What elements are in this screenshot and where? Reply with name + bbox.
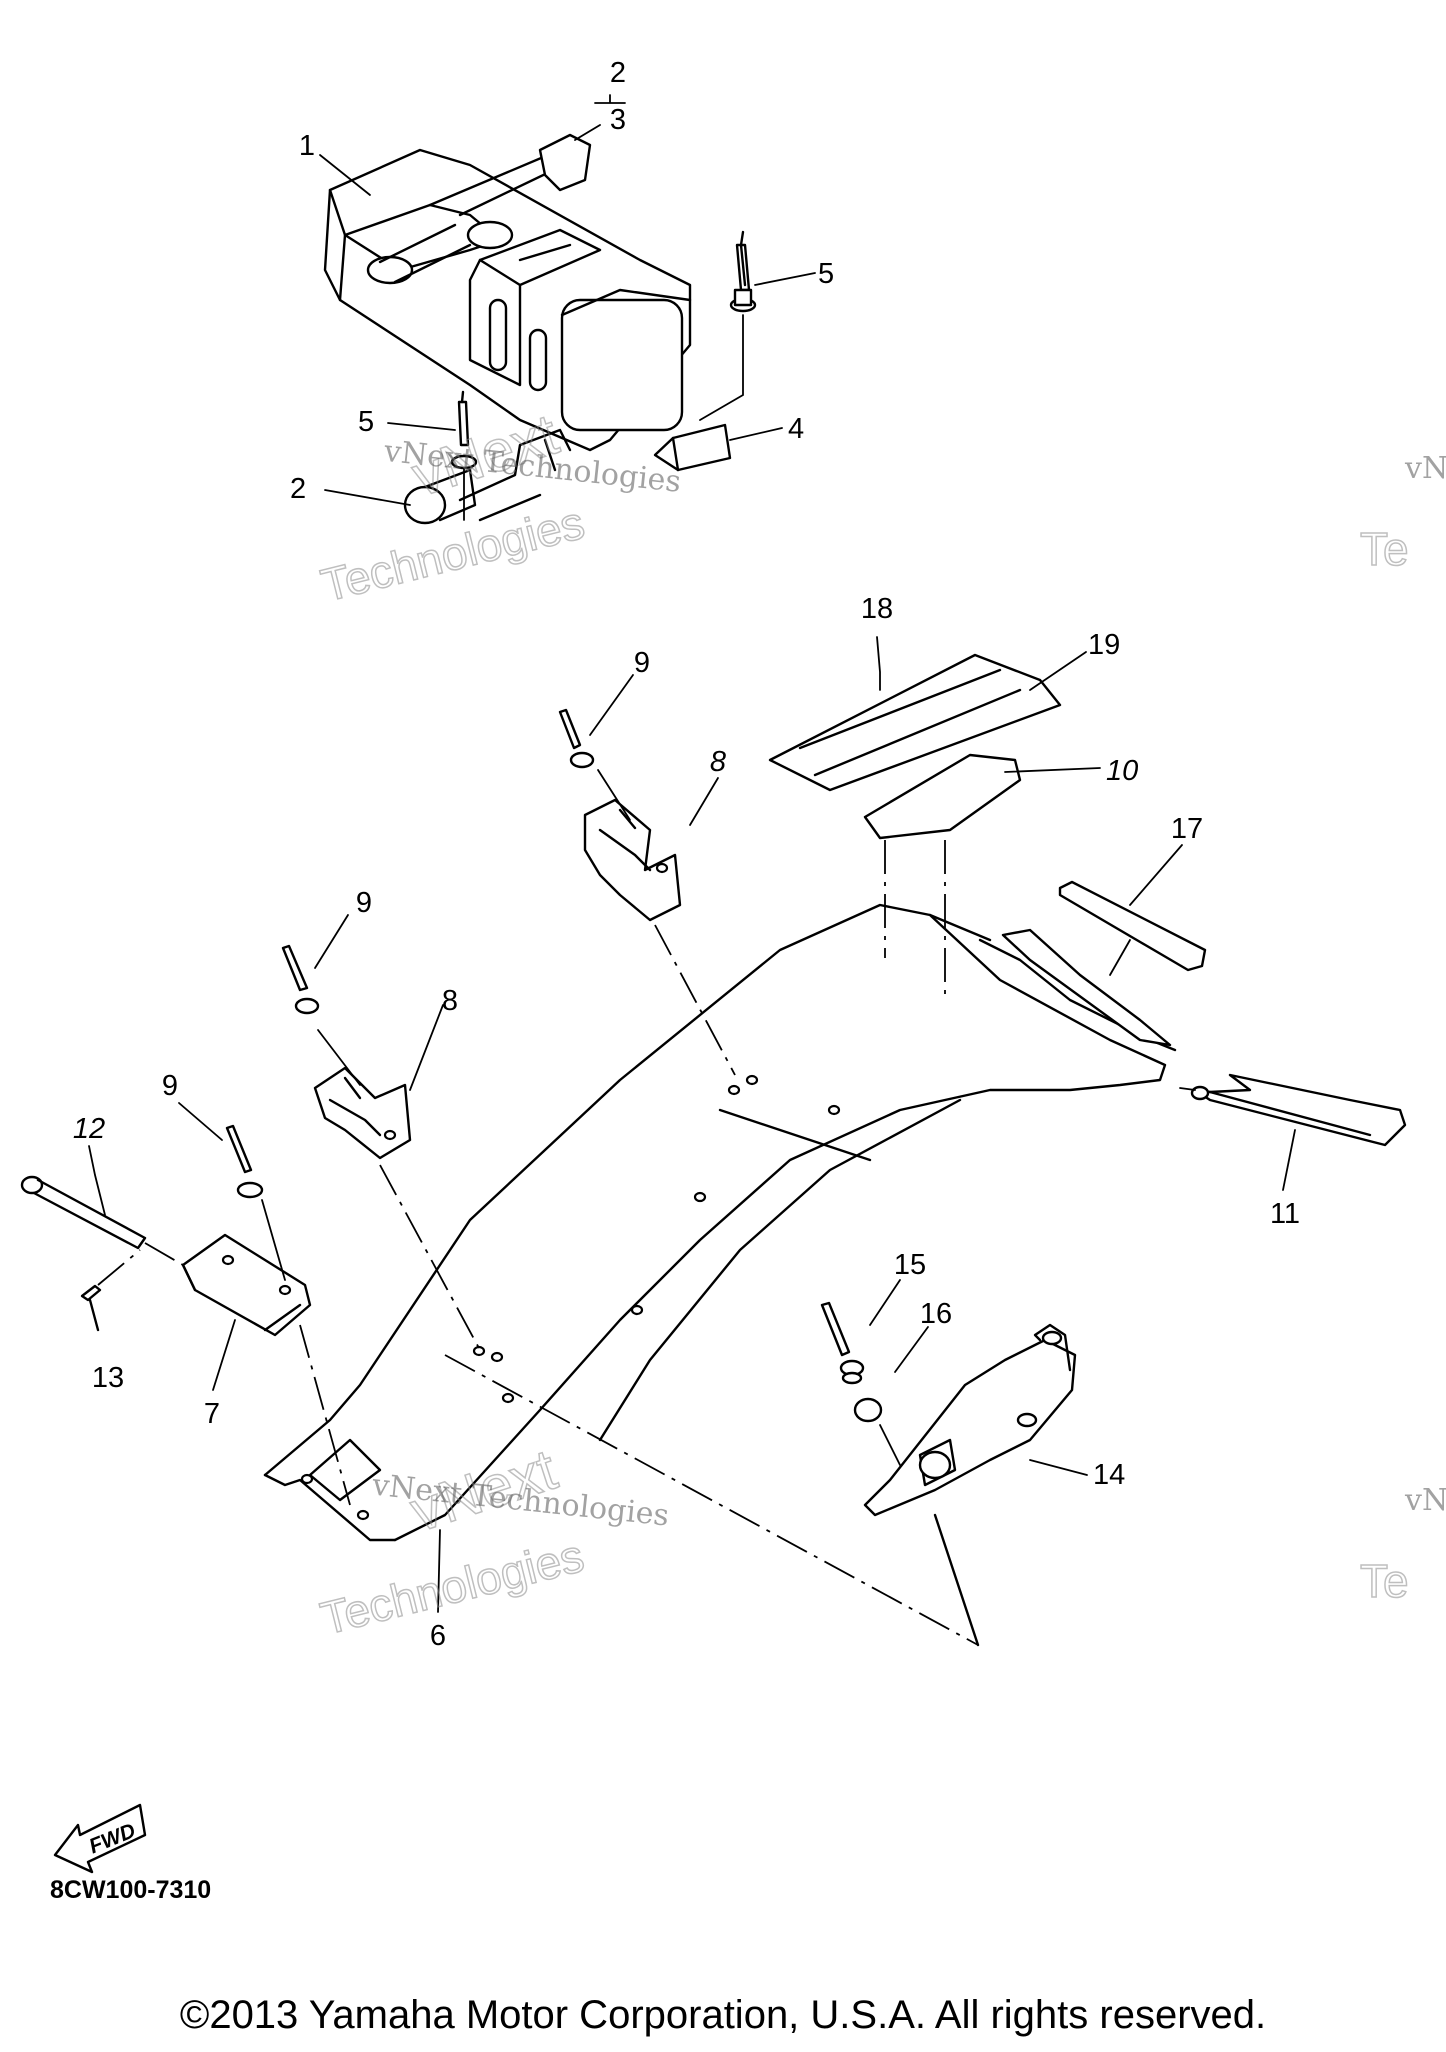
washer-part-16 [853,1397,901,1466]
callout-5-right: 5 [818,258,834,290]
callout-10: 10 [1106,755,1138,787]
rail [1001,928,1172,1047]
bolt-part-15 [820,1301,865,1385]
callout-8-upper: 8 [710,746,726,778]
clip-part-4 [653,423,732,472]
callout-9-mid: 9 [356,887,372,919]
callout-4: 4 [788,413,804,445]
bolt-part-9-upper [558,708,595,769]
callout-8-mid: 8 [442,985,458,1017]
bolt-part-5-right [699,230,757,421]
callout-3: 3 [610,104,626,136]
clip-part-8-upper [583,769,736,1076]
callout-12: 12 [73,1113,105,1145]
strip-part-17 [1058,880,1207,976]
bolt-part-5-left [450,390,478,521]
bracket-part-7 [181,1199,351,1506]
callout-14: 14 [1093,1459,1125,1491]
copyright-notice: ©2013 Yamaha Motor Corporation, U.S.A. A… [179,1993,1267,2037]
leader-lines [88,94,1296,1613]
callout-13: 13 [92,1362,124,1394]
clip-part-8-mid [313,1029,481,1351]
callout-9-upper: 9 [634,647,650,679]
callout-7: 7 [204,1398,220,1430]
watermark-edge-vn-bottom: vN [1404,1483,1446,1518]
callout-16: 16 [920,1298,952,1330]
callout-6: 6 [430,1620,446,1652]
bolt-part-9-mid [281,944,320,1015]
seat-pan-part-6 [263,903,1177,1647]
callout-2-bottom: 2 [290,473,306,505]
callout-19: 19 [1088,629,1120,661]
handle-part-11 [1179,1073,1407,1147]
pad-part-18-19 [768,653,1062,792]
watermark-edge-te-bottom: Te [1360,1555,1409,1607]
callout-labels: 1 2 3 5 5 4 2 18 19 9 8 10 17 9 8 9 12 1… [73,57,1300,1652]
callout-15: 15 [894,1249,926,1281]
callout-11: 11 [1270,1198,1300,1230]
pad-part-10 [863,753,1022,1000]
callout-1: 1 [299,130,315,162]
callout-2-top: 2 [610,57,626,89]
watermark-edge-vn-top: vN [1404,451,1446,486]
watermark-edge-te-top: Te [1360,523,1409,575]
watermark: vNext vNext Technologies Technologies vN… [315,401,1446,1645]
fwd-arrow-icon: FWD [53,1803,147,1874]
roll-part-2 [403,428,572,525]
mount-holes [300,1074,911,1521]
callout-9-lower: 9 [162,1070,178,1102]
pin-part-12 [20,1175,184,1266]
bracket-part-14 [863,1323,1077,1517]
callout-17: 17 [1171,813,1203,845]
clip-part-13 [80,1249,141,1332]
diagram-code: 8CW100-7310 [50,1876,211,1904]
watermark-tech-bottom: Technologies [316,1529,589,1644]
callout-18: 18 [861,593,893,625]
storage-bag-part-1 [323,133,692,452]
callout-5-left: 5 [358,406,374,438]
bolt-part-9-lower [225,1124,264,1199]
